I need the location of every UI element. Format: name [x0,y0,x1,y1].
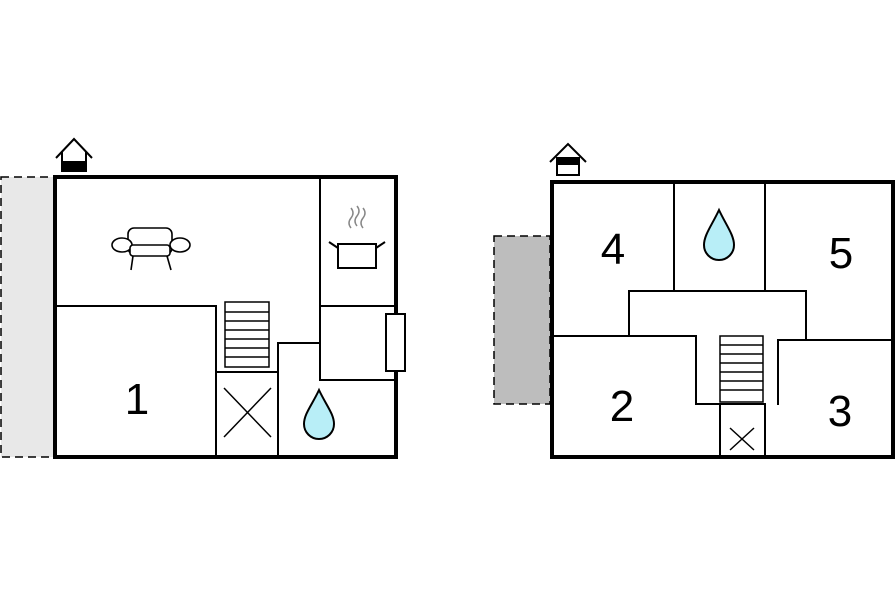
room-number: 3 [828,387,852,436]
entrance-icon [55,137,93,172]
upper-floor-walls [551,181,894,458]
cooking-pot-icon [328,205,386,269]
room-number: 5 [829,229,853,278]
water-drop-icon [302,387,336,440]
room-number: 1 [125,375,149,424]
ground-floor-terrace [0,176,55,458]
upper-floor: 4 5 2 3 [493,142,895,459]
upper-floor-terrace [493,235,551,405]
stairs-icon [224,301,270,368]
room-number: 4 [601,225,625,274]
stairs-icon [719,335,764,403]
sofa-icon [111,227,191,271]
void-icon [223,387,272,438]
upper-floor-outline [550,180,895,459]
ground-floor-walls [54,176,397,458]
entrance-icon [549,142,587,176]
room-number: 2 [610,382,634,431]
void-icon [729,427,755,451]
water-drop-icon [702,207,736,261]
ground-floor: 1 [0,137,406,459]
window [385,313,406,372]
